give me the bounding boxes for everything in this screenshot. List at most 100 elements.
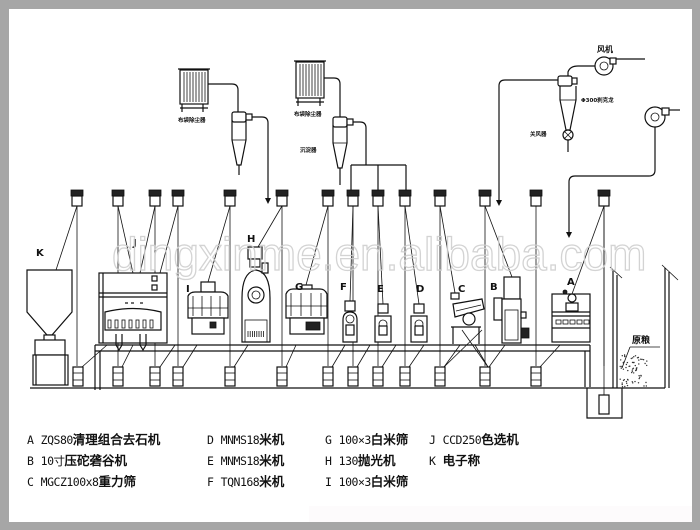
fan-right (566, 106, 680, 238)
legend-machine-name: 白米筛 (370, 474, 409, 489)
bucket-elevator-head (398, 189, 412, 366)
conveyor-line (539, 344, 561, 368)
conveyor-line (331, 344, 346, 368)
label-f: F (340, 282, 347, 293)
airlock-label: 关风器 (530, 130, 547, 138)
rice-mill-flow-diagram: 原粮 布袋除尘器 布袋除尘器 (26, 44, 680, 419)
machine-h-polisher (241, 246, 271, 343)
conveyor-line (461, 329, 489, 368)
conveyor-line (443, 329, 483, 368)
conveyor-line (285, 344, 297, 368)
conveyor-line (484, 205, 513, 278)
conveyor-line (571, 205, 605, 295)
machine-c-gravity-separator (450, 292, 485, 344)
conveyor-line (233, 344, 249, 368)
legend-key: I (325, 475, 332, 489)
cyclone-2: 沉淀器 (300, 116, 409, 204)
legend-model-code: MNMS18 (220, 454, 260, 468)
label-g: G (295, 282, 303, 293)
label-i: I (186, 284, 190, 295)
elevator-boot-pit (598, 206, 610, 415)
legend-item: H 130抛光机 (325, 450, 408, 471)
legend-machine-name: 清理组合去石机 (72, 432, 161, 447)
machine-b-husker (493, 276, 530, 344)
legend-item: I 100×3白米筛 (325, 471, 408, 492)
legend-key: C (27, 475, 34, 489)
conveyor-line (404, 205, 420, 305)
raw-grain-label: 原粮 (632, 334, 650, 346)
legend-machine-name: 米机 (259, 474, 285, 489)
raw-grain-pile: 原粮 (619, 334, 660, 388)
legend-model-code: 130 (338, 454, 359, 468)
legend-machine-name: 色选机 (481, 432, 519, 447)
legend-key: D (207, 433, 214, 447)
machine-f-rice-mill (342, 300, 358, 343)
floor-structure (30, 264, 679, 419)
bag-filter-1: 布袋除尘器 (178, 68, 239, 124)
equipment-letters: K J I H G F E D C B A (36, 234, 575, 295)
conveyor-line (408, 344, 425, 368)
legend-key: J (429, 433, 436, 447)
conveyor-line (488, 344, 506, 368)
legend-column: J CCD250色选机 K 电子称 (429, 429, 519, 471)
elevator-boot (149, 366, 161, 387)
label-h: H (247, 234, 255, 245)
conveyor-line (121, 344, 134, 368)
label-c: C (458, 284, 465, 295)
legend-machine-name: 电子称 (442, 453, 481, 468)
cyclone-small-label: 沉淀器 (300, 146, 317, 154)
conveyor-line (159, 344, 176, 368)
legend-key: K (429, 454, 436, 468)
legend-item: B 10寸压砣砻谷机 (27, 450, 160, 471)
conveyor-line (349, 205, 354, 302)
legend-key: A (27, 433, 34, 447)
label-e: E (377, 284, 384, 295)
bucket-elevator-head (321, 189, 335, 366)
legend-item: D MNMS18米机 (207, 429, 284, 450)
elevator-boot (530, 366, 542, 387)
elevator-boot (172, 366, 184, 387)
machine-k-scale (26, 269, 73, 386)
machine-a-cleaner (551, 289, 591, 343)
legend-machine-name: 重力筛 (98, 474, 136, 489)
legend-machine-name: 米机 (259, 453, 285, 468)
legend-item: E MNMS18米机 (207, 450, 284, 471)
legend-column: A ZQS80清理组合去石机 B 10寸压砣砻谷机 C MGCZ100x8重力筛 (27, 429, 160, 492)
elevator-boot (276, 366, 288, 387)
legend-model-code: CCD250 (442, 433, 482, 447)
legend-machine-name: 白米筛 (370, 432, 409, 447)
cyclone-big-label: Φ300刹克龙 (581, 96, 614, 104)
conveyor-line (257, 205, 283, 248)
elevator-boot (347, 366, 359, 387)
legend-model-code: 100×3 (338, 433, 372, 447)
legend-model-code: ZQS80 (40, 433, 74, 447)
legend-item: G 100×3白米筛 (325, 429, 408, 450)
legend-model-code: 100×3 (338, 475, 372, 489)
legend-model-code: MGCZ100x8 (40, 475, 99, 489)
buckets (72, 206, 610, 415)
machine-i-sieve (187, 281, 229, 335)
conveyor-line (305, 205, 329, 286)
label-k: K (36, 248, 45, 259)
legend-machine-name: 压砣砻谷机 (64, 453, 128, 468)
machine-g-sieve (285, 284, 328, 335)
legend-key: G (325, 433, 332, 447)
belt-lines (55, 205, 605, 368)
legend-item: K 电子称 (429, 450, 519, 471)
machine-e-rice-mill (374, 303, 392, 343)
label-a: A (567, 277, 575, 288)
conveyor-line (55, 205, 78, 271)
conveyor-line (377, 205, 384, 305)
label-j: J (132, 238, 137, 249)
conveyor-line (356, 344, 371, 368)
elevator-boot (224, 366, 236, 387)
cyclone-3: Φ300刹克龙 关风器 (496, 65, 614, 206)
legend-item: F TQN168米机 (207, 471, 284, 492)
bag-filter-1-label: 布袋除尘器 (178, 116, 206, 124)
elevator-boot (434, 366, 446, 387)
legend-model-code: MNMS18 (220, 433, 260, 447)
machine-j-color-sorter (98, 272, 168, 352)
conveyor-line (443, 344, 461, 368)
